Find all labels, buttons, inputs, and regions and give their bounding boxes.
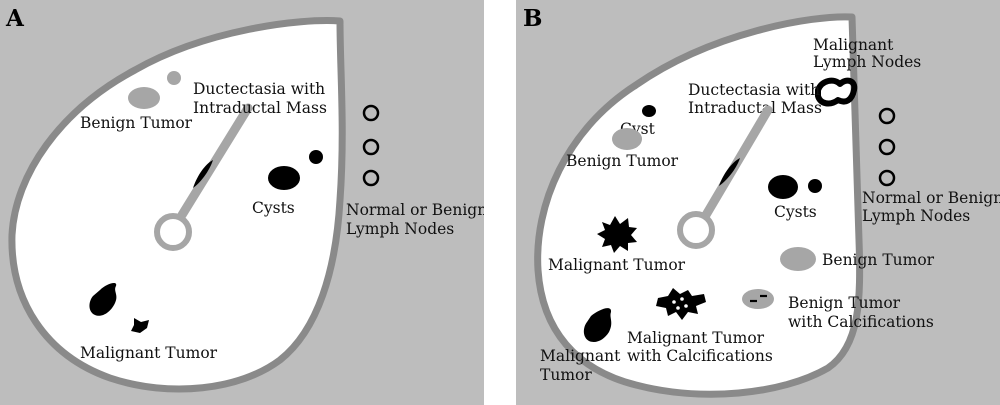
lymph-node-1 bbox=[362, 104, 380, 122]
panel-a-letter: A bbox=[5, 5, 25, 32]
cysts-label: Cysts bbox=[774, 203, 817, 221]
lymph-nodes-label-line2: Lymph Nodes bbox=[862, 207, 970, 225]
intraductal-mass bbox=[193, 160, 213, 188]
benign-tumor bbox=[128, 87, 160, 109]
malignant-tumor-calcified bbox=[656, 288, 706, 320]
benign-calc-label-line1: Benign Tumor bbox=[788, 294, 901, 312]
breast-outline bbox=[534, 13, 864, 398]
lymph-nodes-label-line1: Normal or Benign bbox=[346, 201, 484, 219]
malignant-tumor-bottom-label-line2: Tumor bbox=[540, 366, 592, 384]
benign-tumor-right bbox=[780, 247, 816, 271]
malignant-tumor-bottom-label-line1: Malignant bbox=[540, 347, 621, 365]
lymph-node-1 bbox=[878, 107, 896, 125]
malignant-tumor-bottom bbox=[583, 308, 612, 342]
lymph-node-2 bbox=[362, 138, 380, 156]
calcification-1 bbox=[672, 300, 676, 304]
benign-calc-label-line2: with Calcifications bbox=[788, 313, 934, 331]
benign-tumor-small bbox=[167, 71, 181, 85]
cyst-small bbox=[808, 179, 822, 193]
benign-tumor-label: Benign Tumor bbox=[566, 152, 679, 170]
panel-a-diagram: A Benign Tumor Ductectasia with Intraduc… bbox=[5, 5, 484, 393]
malignant-calc-label-line1: Malignant Tumor bbox=[627, 329, 765, 347]
malignant-tumor-spiculated bbox=[597, 216, 637, 253]
benign-tumor-label: Benign Tumor bbox=[80, 114, 193, 132]
malignant-tumor bbox=[89, 283, 117, 316]
malignant-tumor-label: Malignant Tumor bbox=[548, 256, 686, 274]
panel-b-letter: B bbox=[523, 5, 542, 32]
calcification-4 bbox=[676, 306, 680, 310]
cyst-small bbox=[309, 150, 323, 164]
malignant-lymph-node bbox=[815, 77, 858, 107]
ductectasia-label-line2: Intraductal Mass bbox=[193, 99, 327, 117]
malignant-calc-label-line2: with Calcifications bbox=[627, 347, 773, 365]
nipple bbox=[154, 213, 192, 251]
nipple bbox=[677, 211, 715, 249]
benign-tumor-right-label: Benign Tumor bbox=[822, 251, 935, 269]
panel-b: B Malignant Lymph Nodes Ductectasia with… bbox=[516, 0, 1000, 405]
calcification-3 bbox=[684, 304, 688, 308]
panel-b-diagram: B Malignant Lymph Nodes Ductectasia with… bbox=[523, 5, 1000, 398]
ductectasia-label-line1: Ductectasia with bbox=[193, 80, 325, 98]
lymph-node-2 bbox=[878, 138, 896, 156]
malignant-lymph-nodes-label-line1: Malignant bbox=[813, 36, 894, 54]
malignant-tumor-label: Malignant Tumor bbox=[80, 344, 218, 362]
lymph-nodes-label-line1: Normal or Benign bbox=[862, 189, 1000, 207]
lymph-nodes-label-line2: Lymph Nodes bbox=[346, 220, 454, 238]
benign-tumor-calcified bbox=[742, 289, 774, 309]
malignant-lymph-nodes-label-line2: Lymph Nodes bbox=[813, 53, 921, 71]
benign-tumor bbox=[612, 128, 642, 150]
ductectasia-label-line1: Ductectasia with bbox=[688, 81, 820, 99]
cyst-large bbox=[268, 166, 300, 190]
panel-a: A Benign Tumor Ductectasia with Intraduc… bbox=[0, 0, 484, 405]
lymph-node-3 bbox=[362, 169, 380, 187]
lymph-node-3 bbox=[878, 169, 896, 187]
malignant-tumor-small bbox=[131, 318, 149, 333]
dilated-duct bbox=[177, 103, 253, 220]
cysts-label: Cysts bbox=[252, 199, 295, 217]
cyst bbox=[642, 105, 656, 117]
cyst-large bbox=[768, 175, 798, 199]
intraductal-mass bbox=[719, 158, 740, 186]
calcification-2 bbox=[680, 297, 684, 301]
ductectasia-label-line2: Intraductal Mass bbox=[688, 99, 822, 117]
